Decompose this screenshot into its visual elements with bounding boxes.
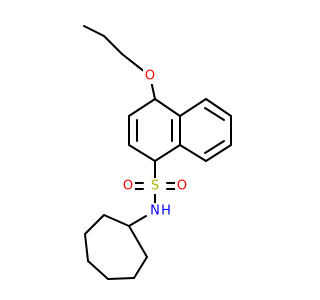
sulfonyl-oxygen-left-label: O xyxy=(123,179,133,194)
bond-cycloheptane-1 xyxy=(103,214,130,227)
sulfur-label: S xyxy=(151,179,159,194)
amine-nitrogen-label: N xyxy=(150,204,160,219)
sulfonyl-oxygen-right-label: O xyxy=(177,179,187,194)
bond-cycloheptane-3 xyxy=(84,233,89,262)
bond-cycloheptane-6 xyxy=(133,256,148,279)
molecule-structure: O S O O N H xyxy=(83,25,232,280)
bond-ring-a-1 xyxy=(128,98,156,117)
bond-ring-b-4-inner xyxy=(204,140,225,154)
bond-cycloheptane-7 xyxy=(128,225,148,258)
bond-cycloheptane-4 xyxy=(87,260,109,280)
bond-propyl-ch3-ch2 xyxy=(83,25,105,37)
bond-ring-a-3 xyxy=(128,144,156,162)
bond-ring-b-1 xyxy=(179,98,207,117)
bond-propyl-ch2-ch2 xyxy=(103,35,123,55)
sulfonyl-oxygen-left-mask xyxy=(121,178,135,194)
bond-ring-b-4 xyxy=(205,144,232,162)
amine-mask xyxy=(148,203,170,219)
bond-ring-a-4 xyxy=(154,144,181,162)
ether-oxygen-label: O xyxy=(145,69,155,84)
amine-hydrogen-label: H xyxy=(161,204,171,219)
molecule-svg: O S O O N H xyxy=(83,25,232,280)
bond-cycloheptane-5 xyxy=(107,277,135,280)
ether-oxygen-mask xyxy=(143,68,157,84)
bond-ring-a-6 xyxy=(154,98,181,117)
sulfonyl-oxygen-right-mask xyxy=(175,178,189,194)
bond-ring-b-5 xyxy=(179,144,207,162)
bond-cycloheptane-2 xyxy=(84,214,105,235)
bond-ring-b-2-inner xyxy=(204,107,225,121)
bond-n-cycloheptyl xyxy=(128,215,147,227)
sulfur-mask xyxy=(148,178,162,194)
bond-ring-b-2 xyxy=(205,98,232,117)
